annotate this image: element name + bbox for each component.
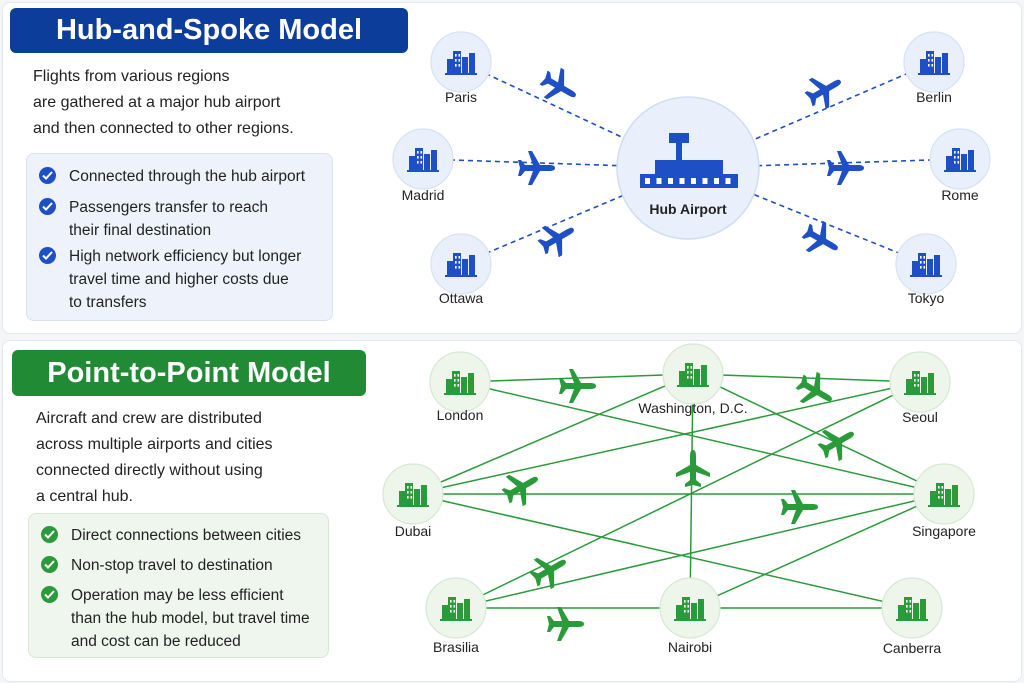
check-icon (39, 167, 56, 184)
city-label: Seoul (902, 409, 938, 425)
direct-route-line (412, 373, 694, 495)
city-buildings-icon (445, 51, 477, 75)
feature-item: High network efficiency but longer travel… (39, 245, 301, 314)
plane-icon (547, 607, 584, 641)
city-label: Washington, D.C. (638, 400, 747, 416)
feature-text: High network efficiency but longer (69, 248, 302, 265)
direct-route-line (692, 373, 945, 495)
feature-item: Direct connections between cities (41, 524, 301, 547)
city-label: Tokyo (908, 290, 945, 306)
point-to-point-description: Aircraft and crew are distributed across… (36, 406, 326, 510)
plane-icon (529, 557, 566, 590)
description-line: and then connected to other regions. (33, 120, 294, 137)
feature-text: to transfers (69, 294, 147, 311)
description-line: across multiple airports and cities (36, 436, 273, 453)
direct-route-line (459, 381, 945, 495)
direct-route-line (455, 381, 921, 609)
city-buildings-icon (407, 148, 439, 172)
hub-label: Hub Airport (649, 201, 727, 217)
check-icon (41, 556, 58, 573)
city-label: Canberra (883, 640, 942, 656)
plane-icon (801, 220, 838, 253)
point-to-point-features: Direct connections between cities Non-st… (28, 513, 329, 658)
city-buildings-icon (918, 51, 950, 75)
city-buildings-icon (397, 483, 429, 507)
city-label: Paris (445, 89, 477, 105)
city-buildings-icon (904, 371, 936, 395)
direct-route-line (455, 493, 945, 609)
plane-icon (537, 225, 574, 258)
feature-text: Direct connections between cities (71, 527, 302, 544)
hub-and-spoke-features: Connected through the hub airport Passen… (26, 153, 333, 321)
city-buildings-icon (928, 483, 960, 507)
check-icon (39, 198, 56, 215)
city-buildings-icon (440, 597, 472, 621)
plane-icon (676, 450, 710, 487)
city-buildings-icon (445, 253, 477, 277)
feature-text: and cost can be reduced (71, 633, 241, 650)
city-label: Dubai (395, 523, 432, 539)
description-line: are gathered at a major hub airport (33, 94, 281, 111)
plane-icon (518, 151, 555, 185)
feature-text: Passengers transfer to reach (69, 199, 269, 216)
feature-text: their final destination (69, 222, 212, 239)
feature-text: Connected through the hub airport (69, 168, 306, 185)
plane-icon (501, 474, 538, 507)
city-buildings-icon (677, 363, 709, 387)
description-line: connected directly without using (36, 462, 263, 479)
city-label: London (437, 407, 484, 423)
description-line: Aircraft and crew are distributed (36, 410, 262, 427)
hub-and-spoke-title: Hub-and-Spoke Model (10, 8, 408, 53)
airport-terminal-icon (640, 133, 738, 188)
description-line: Flights from various regions (33, 68, 230, 85)
feature-text: travel time and higher costs due (69, 271, 289, 288)
hub-and-spoke-description: Flights from various regions are gathere… (33, 64, 333, 142)
description-line: a central hub. (36, 488, 133, 505)
city-buildings-icon (910, 253, 942, 277)
feature-item: Operation may be less efficient than the … (41, 584, 310, 653)
city-label: Berlin (916, 89, 952, 105)
city-label: Ottawa (439, 290, 484, 306)
city-label: Singapore (912, 523, 976, 539)
city-buildings-icon (896, 597, 928, 621)
city-label: Madrid (402, 187, 445, 203)
direct-route-line (412, 493, 913, 609)
city-buildings-icon (444, 371, 476, 395)
plane-icon (817, 429, 854, 462)
feature-text: than the hub model, but travel time (71, 610, 310, 627)
direct-route-line (689, 493, 945, 609)
spoke-route-line (687, 167, 927, 265)
check-icon (39, 247, 56, 264)
plane-icon (539, 67, 576, 100)
direct-route-line (689, 373, 694, 609)
city-label: Nairobi (668, 639, 712, 655)
feature-text: Non-stop travel to destination (71, 557, 273, 574)
feature-text: Operation may be less efficient (71, 587, 284, 604)
direct-route-line (692, 373, 921, 383)
plane-icon (795, 371, 832, 404)
city-buildings-icon (944, 148, 976, 172)
plane-icon (781, 490, 818, 524)
feature-item: Passengers transfer to reach their final … (39, 196, 268, 242)
direct-route-line (412, 381, 921, 495)
plane-icon (827, 151, 864, 185)
city-buildings-icon (674, 597, 706, 621)
point-to-point-title: Point-to-Point Model (12, 350, 366, 396)
check-icon (41, 526, 58, 543)
feature-item: Connected through the hub airport (39, 165, 305, 188)
check-icon (41, 586, 58, 603)
city-label: Rome (941, 187, 979, 203)
plane-icon (804, 77, 841, 110)
city-label: Brasilia (433, 639, 479, 655)
feature-item: Non-stop travel to destination (41, 554, 273, 577)
plane-icon (559, 369, 596, 403)
